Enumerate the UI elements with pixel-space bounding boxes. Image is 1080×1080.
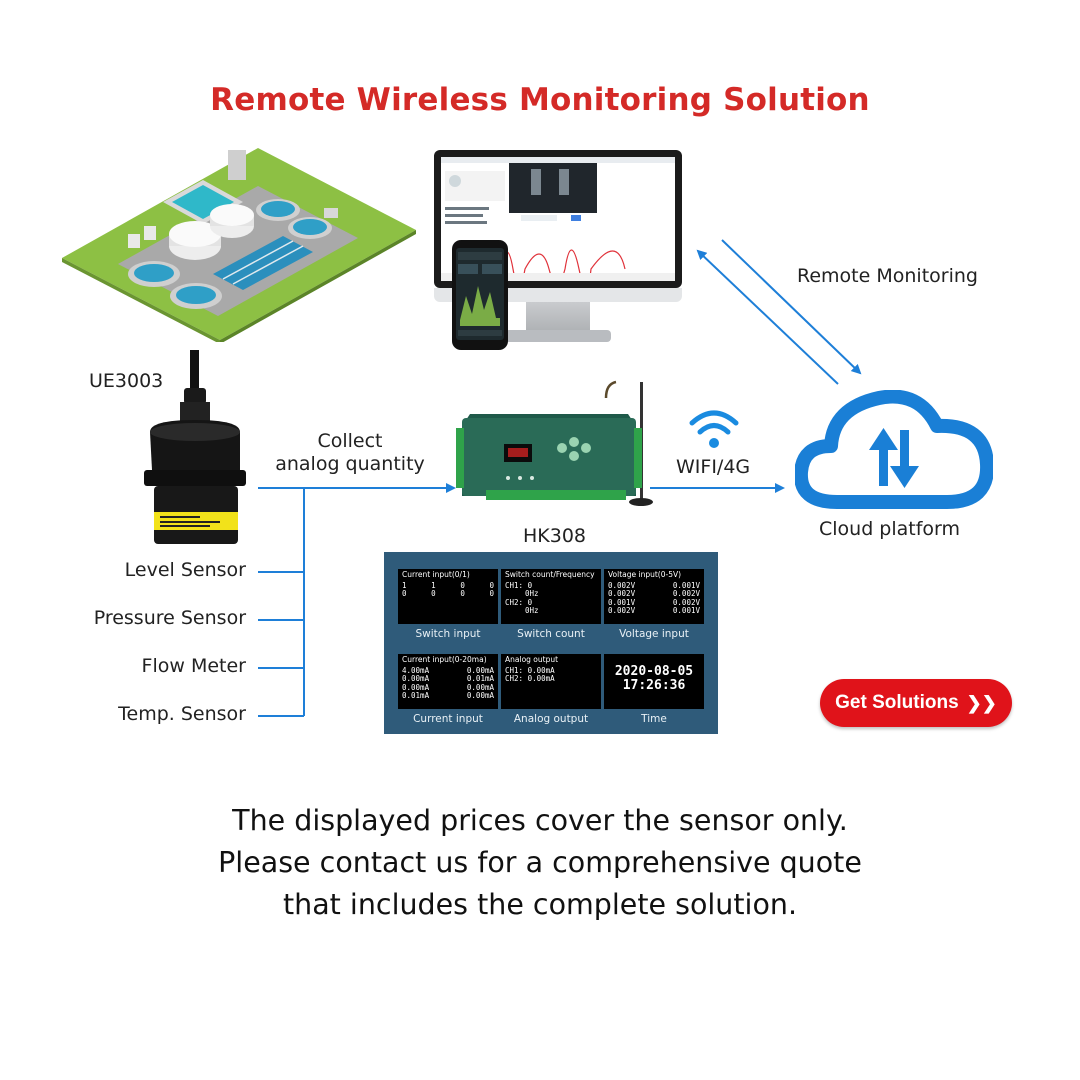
screen-analog-output: Analog output CH1: 0.00mA CH2: 0.00mA: [501, 654, 601, 709]
get-solutions-button[interactable]: Get Solutions ❯❯: [820, 679, 1012, 727]
wifi-label: WIFI/4G: [676, 456, 751, 478]
sensor-model-label: UE3003: [89, 370, 164, 392]
sensor-item-temp: Temp. Sensor: [118, 703, 246, 725]
sensor-item-flow: Flow Meter: [141, 655, 246, 677]
get-solutions-label: Get Solutions: [835, 692, 959, 713]
sensor-item-level: Level Sensor: [124, 559, 246, 581]
cloud-platform-label: Cloud platform: [819, 518, 961, 540]
page-title: Remote Wireless Monitoring Solution: [210, 82, 870, 118]
sensor-item-pressure: Pressure Sensor: [93, 607, 246, 629]
wifi-icon: [689, 410, 739, 448]
water-treatment-plant-icon: [62, 148, 416, 342]
remote-monitoring-label: Remote Monitoring: [797, 265, 978, 287]
caption-voltage-input: Voltage input: [619, 628, 689, 640]
remote-arrow-down: [721, 239, 862, 375]
caption-time: Time: [641, 713, 667, 725]
controller-device-icon: [456, 380, 653, 506]
remote-arrow-up: [696, 249, 839, 385]
price-note: The displayed prices cover the sensor on…: [0, 800, 1080, 926]
double-chevron-right-icon: ❯❯: [966, 692, 997, 713]
price-note-line1: The displayed prices cover the sensor on…: [232, 804, 848, 837]
collect-label-line2: analog quantity: [275, 453, 425, 475]
cloud-icon: [795, 390, 993, 509]
phone-app-screen: [456, 248, 504, 340]
caption-analog-output: Analog output: [513, 713, 589, 725]
collect-label-line1: Collect: [317, 430, 383, 452]
screen-switch-count: Switch count/Frequency CH1: 0 0Hz CH2: 0…: [501, 569, 601, 624]
screen-time: 2020-08-05 17:26:36: [604, 654, 704, 709]
price-note-line2: Please contact us for a comprehensive qu…: [218, 846, 862, 879]
caption-switch-count: Switch count: [517, 628, 585, 640]
caption-current-input: Current input: [413, 713, 483, 725]
price-note-line3: that includes the complete solution.: [282, 888, 798, 921]
controller-model-label: HK308: [523, 525, 587, 547]
ultrasonic-sensor-icon: [144, 350, 246, 544]
caption-switch-input: Switch input: [415, 628, 481, 640]
